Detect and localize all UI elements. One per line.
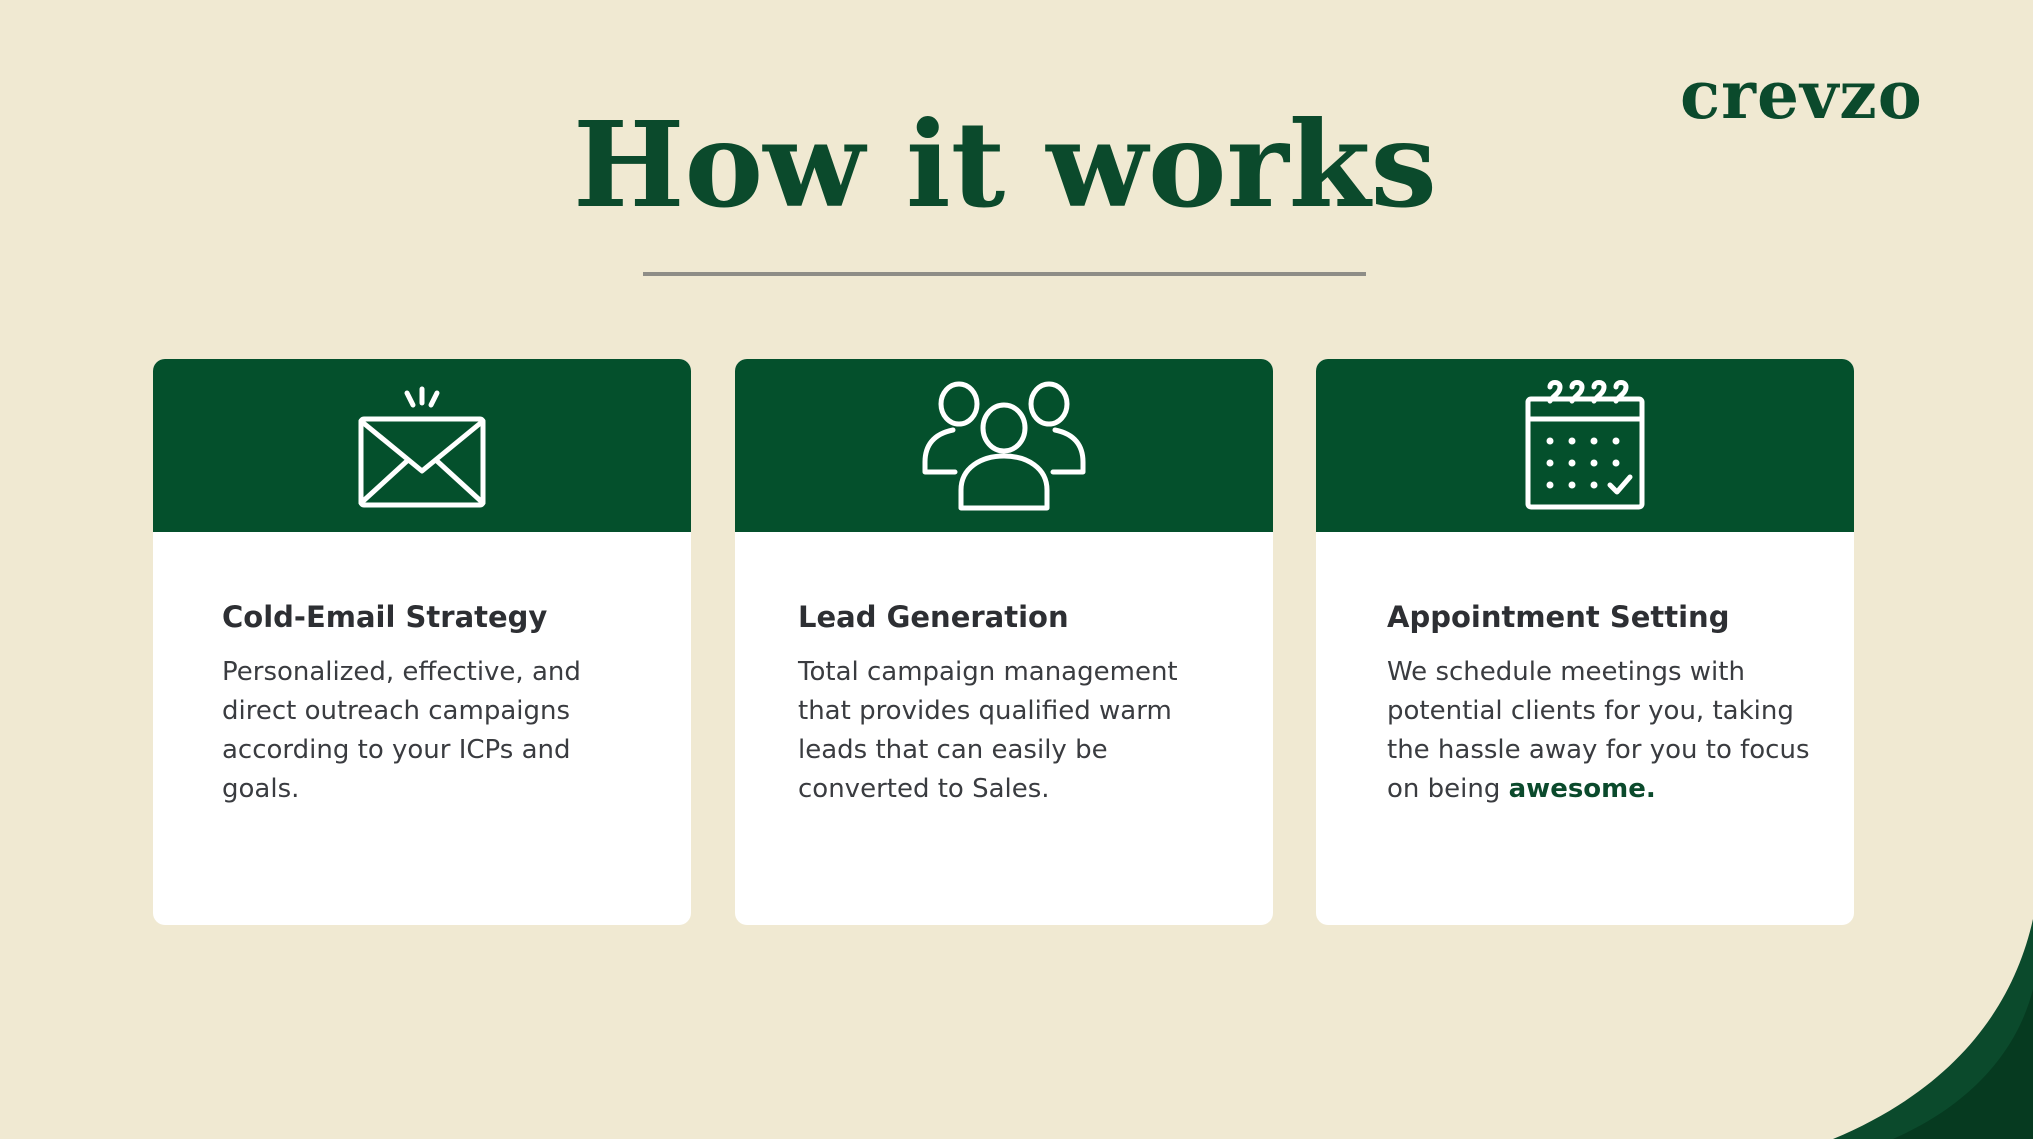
service-card-lead-generation: Lead Generation Total campaign managemen… [735,359,1273,925]
envelope-icon [358,386,486,507]
service-card-cold-email: Cold-Email Strategy Personalized, effect… [153,359,691,925]
page-title: How it works [573,95,1437,234]
card-header [735,359,1273,532]
highlight-text: awesome. [1508,773,1656,804]
service-card-appointment-setting: Appointment Setting We schedule meetings… [1316,359,1854,925]
corner-decoration [1833,919,2033,1139]
card-header [153,359,691,532]
card-description: We schedule meetings with potential clie… [1387,653,1814,809]
card-title: Lead Generation [798,600,1069,634]
card-header [1316,359,1854,532]
card-title: Appointment Setting [1387,600,1730,634]
card-description: Total campaign management that provides … [798,656,1178,804]
calendar-check-icon [1525,379,1645,509]
card-title: Cold-Email Strategy [222,600,548,634]
description-text: We schedule meetings with potential clie… [1387,656,1810,804]
people-group-icon [922,381,1086,510]
title-divider [643,272,1366,276]
brand-logo: crevzo [1680,56,1923,134]
card-description: Personalized, effective, and direct outr… [222,656,581,804]
